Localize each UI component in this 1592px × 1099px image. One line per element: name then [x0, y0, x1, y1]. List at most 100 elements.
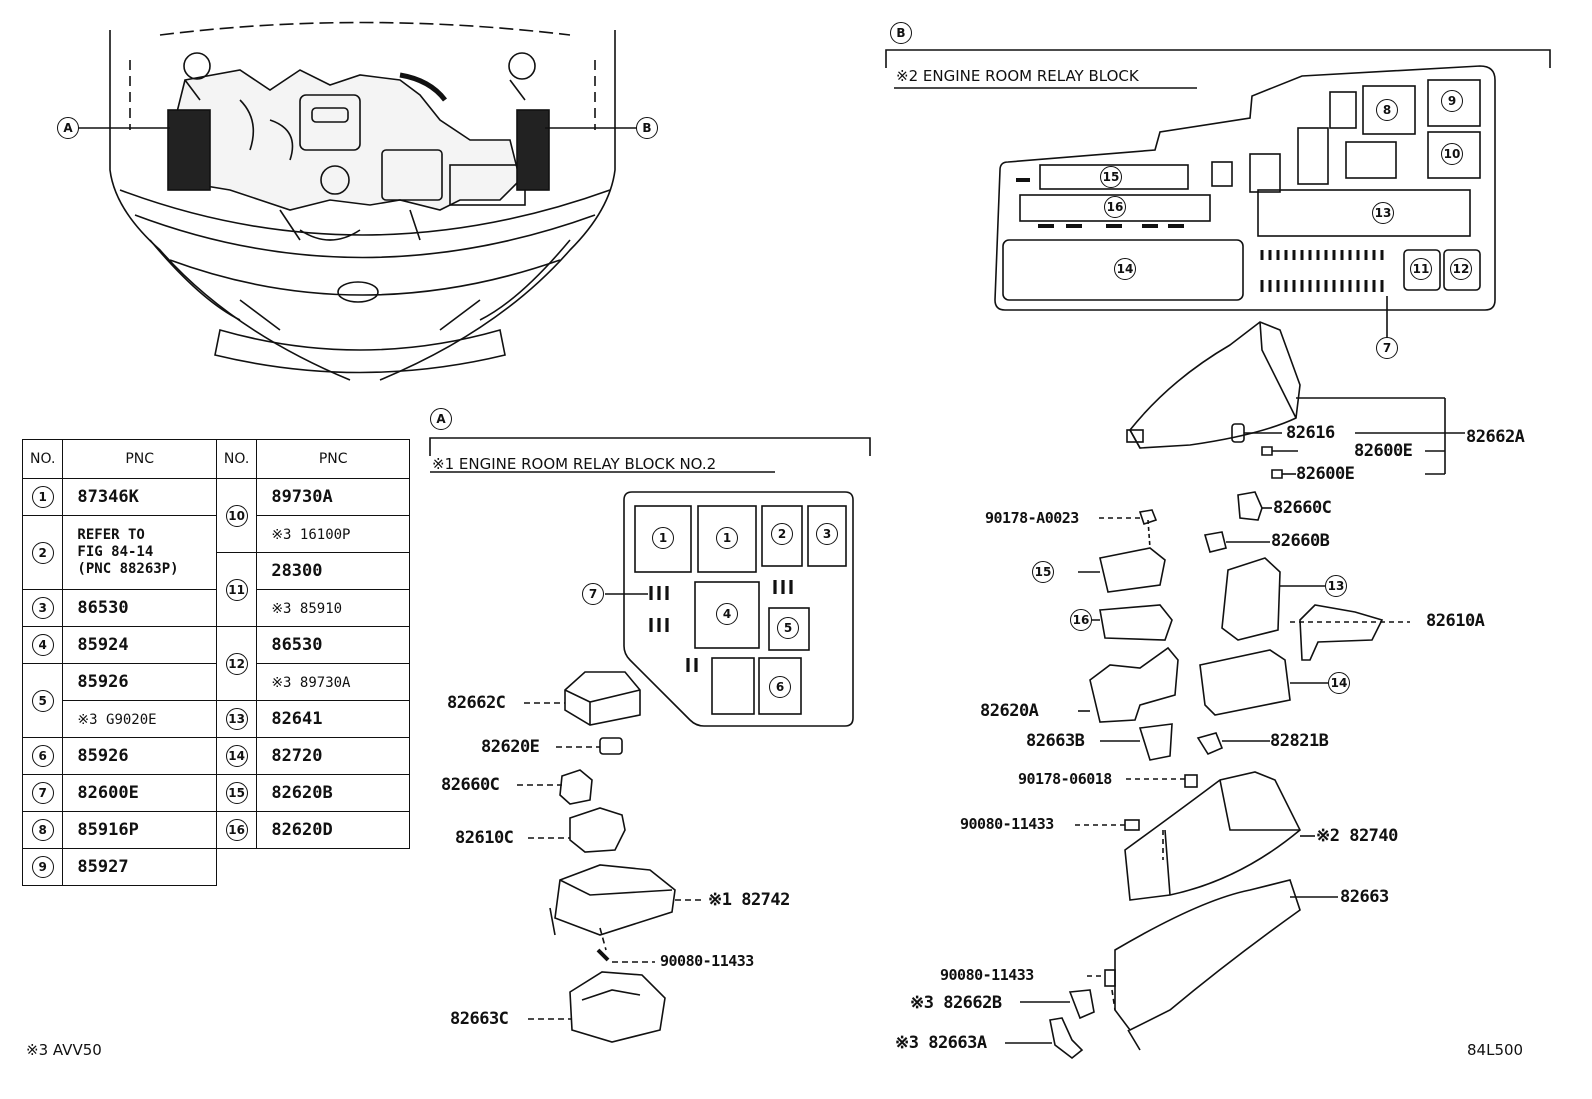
pnc-cell: 82720	[256, 737, 410, 775]
pnc-cell: 85926	[62, 663, 217, 701]
part-label: ※3 82662B	[910, 993, 1002, 1013]
row-no: 14	[215, 737, 258, 775]
slot-b-8: 8	[1376, 99, 1398, 121]
slot-a-5: 5	[777, 617, 799, 639]
pnc-cell: 82620B	[256, 774, 410, 812]
pnc-cell: 85916P	[62, 811, 217, 849]
slot-b-16: 16	[1104, 196, 1126, 218]
slot-b-14: 14	[1114, 258, 1136, 280]
engine-bay-illustration	[78, 21, 638, 381]
ref-b-16: 16	[1070, 609, 1092, 631]
section-a-parts	[517, 671, 705, 1043]
ref-b-14: 14	[1328, 672, 1350, 694]
slot-a-4: 4	[716, 603, 738, 625]
header-no: NO.	[21, 439, 64, 479]
callout-b-section: B	[890, 22, 912, 44]
part-label: 90080-11433	[960, 815, 1054, 833]
slot-a-7: 7	[582, 583, 604, 605]
part-label: 90080-11433	[660, 952, 754, 970]
pnc-cell: 85927	[62, 848, 217, 886]
part-label: 82821B	[1270, 731, 1329, 751]
header-pnc: PNC	[62, 439, 217, 479]
pnc-cell: 82600E	[62, 774, 217, 812]
pnc-cell: 87346K	[62, 478, 217, 516]
row-no: 16	[215, 811, 258, 849]
part-label: 90178-A0023	[985, 509, 1079, 527]
row-no: 10	[215, 478, 258, 553]
pnc-cell: 86530	[256, 626, 410, 664]
part-label: 90178-06018	[1018, 770, 1112, 788]
pnc-cell-multiline: REFER TO FIG 84-14 (PNC 88263P)	[62, 515, 217, 590]
part-label: 82620E	[481, 737, 540, 757]
row-no: 2	[21, 515, 64, 590]
ref-b-13: 13	[1325, 575, 1347, 597]
pnc-cell: ※3 85910	[256, 589, 410, 627]
part-label: 82620A	[980, 701, 1039, 721]
slot-b-7: 7	[1376, 337, 1398, 359]
row-no: 13	[215, 700, 258, 738]
slot-b-11: 11	[1410, 258, 1432, 280]
section-b-frame	[885, 49, 1551, 338]
pnc-cell: 82641	[256, 700, 410, 738]
figure-id: 84L500	[1467, 1041, 1524, 1059]
slot-a-2: 2	[771, 523, 793, 545]
part-label: 82610C	[455, 828, 514, 848]
slot-b-12: 12	[1450, 258, 1472, 280]
pnc-line: FIG 84-14	[77, 544, 154, 560]
pnc-cell: ※3 16100P	[256, 515, 410, 553]
part-label: 82663	[1340, 887, 1389, 907]
part-label: 82662C	[447, 693, 506, 713]
part-label: 82660C	[1273, 498, 1332, 518]
slot-a-1a: 1	[652, 527, 674, 549]
part-label: 82660C	[441, 775, 500, 795]
footnote: ※3 AVV50	[26, 1041, 102, 1059]
row-no: 8	[21, 811, 64, 849]
row-no: 15	[215, 774, 258, 812]
part-label: ※1 82742	[708, 890, 790, 910]
pnc-line: (PNC 88263P)	[77, 561, 179, 577]
part-label: 82616	[1286, 423, 1335, 443]
part-label: 82662A	[1466, 427, 1525, 447]
empty-cell	[257, 849, 410, 886]
slot-b-10: 10	[1441, 143, 1463, 165]
row-no: 7	[21, 774, 64, 812]
empty-cell	[216, 849, 256, 886]
slot-a-1b: 1	[716, 527, 738, 549]
row-no: 9	[21, 848, 64, 886]
part-label: 90080-11433	[940, 966, 1034, 984]
pnc-cell: 82620D	[256, 811, 410, 849]
callout-a-overview: A	[57, 117, 79, 139]
callout-a-section: A	[430, 408, 452, 430]
row-no: 3	[21, 589, 64, 627]
part-label: 82610A	[1426, 611, 1485, 631]
ref-b-15: 15	[1032, 561, 1054, 583]
pnc-table: NO. PNC NO. PNC 1 87346K 10 89730A 2 REF…	[21, 439, 410, 886]
section-b-title: ※2 ENGINE ROOM RELAY BLOCK	[896, 67, 1139, 85]
part-label: 82663C	[450, 1009, 509, 1029]
section-a-title: ※1 ENGINE ROOM RELAY BLOCK NO.2	[432, 455, 717, 473]
header-no: NO.	[215, 439, 258, 479]
slot-a-6: 6	[769, 676, 791, 698]
pnc-cell: 28300	[256, 552, 410, 590]
part-label: 82600E	[1354, 441, 1413, 461]
section-b-parts	[1005, 321, 1465, 1060]
part-label: 82660B	[1271, 531, 1330, 551]
row-no: 6	[21, 737, 64, 775]
pnc-cell: 89730A	[256, 478, 410, 516]
pnc-cell: ※3 G9020E	[62, 700, 217, 738]
part-label: 82663B	[1026, 731, 1085, 751]
part-label: ※3 82663A	[895, 1033, 987, 1053]
slot-a-3: 3	[816, 523, 838, 545]
callout-b-overview: B	[636, 117, 658, 139]
part-label: ※2 82740	[1316, 826, 1398, 846]
slot-b-9: 9	[1441, 90, 1463, 112]
row-no: 4	[21, 626, 64, 664]
slot-b-13: 13	[1372, 202, 1394, 224]
row-no: 5	[21, 663, 64, 738]
row-no: 1	[21, 478, 64, 516]
section-a-frame	[429, 437, 871, 727]
pnc-cell: 85924	[62, 626, 217, 664]
pnc-cell: ※3 89730A	[256, 663, 410, 701]
row-no: 11	[215, 552, 258, 627]
